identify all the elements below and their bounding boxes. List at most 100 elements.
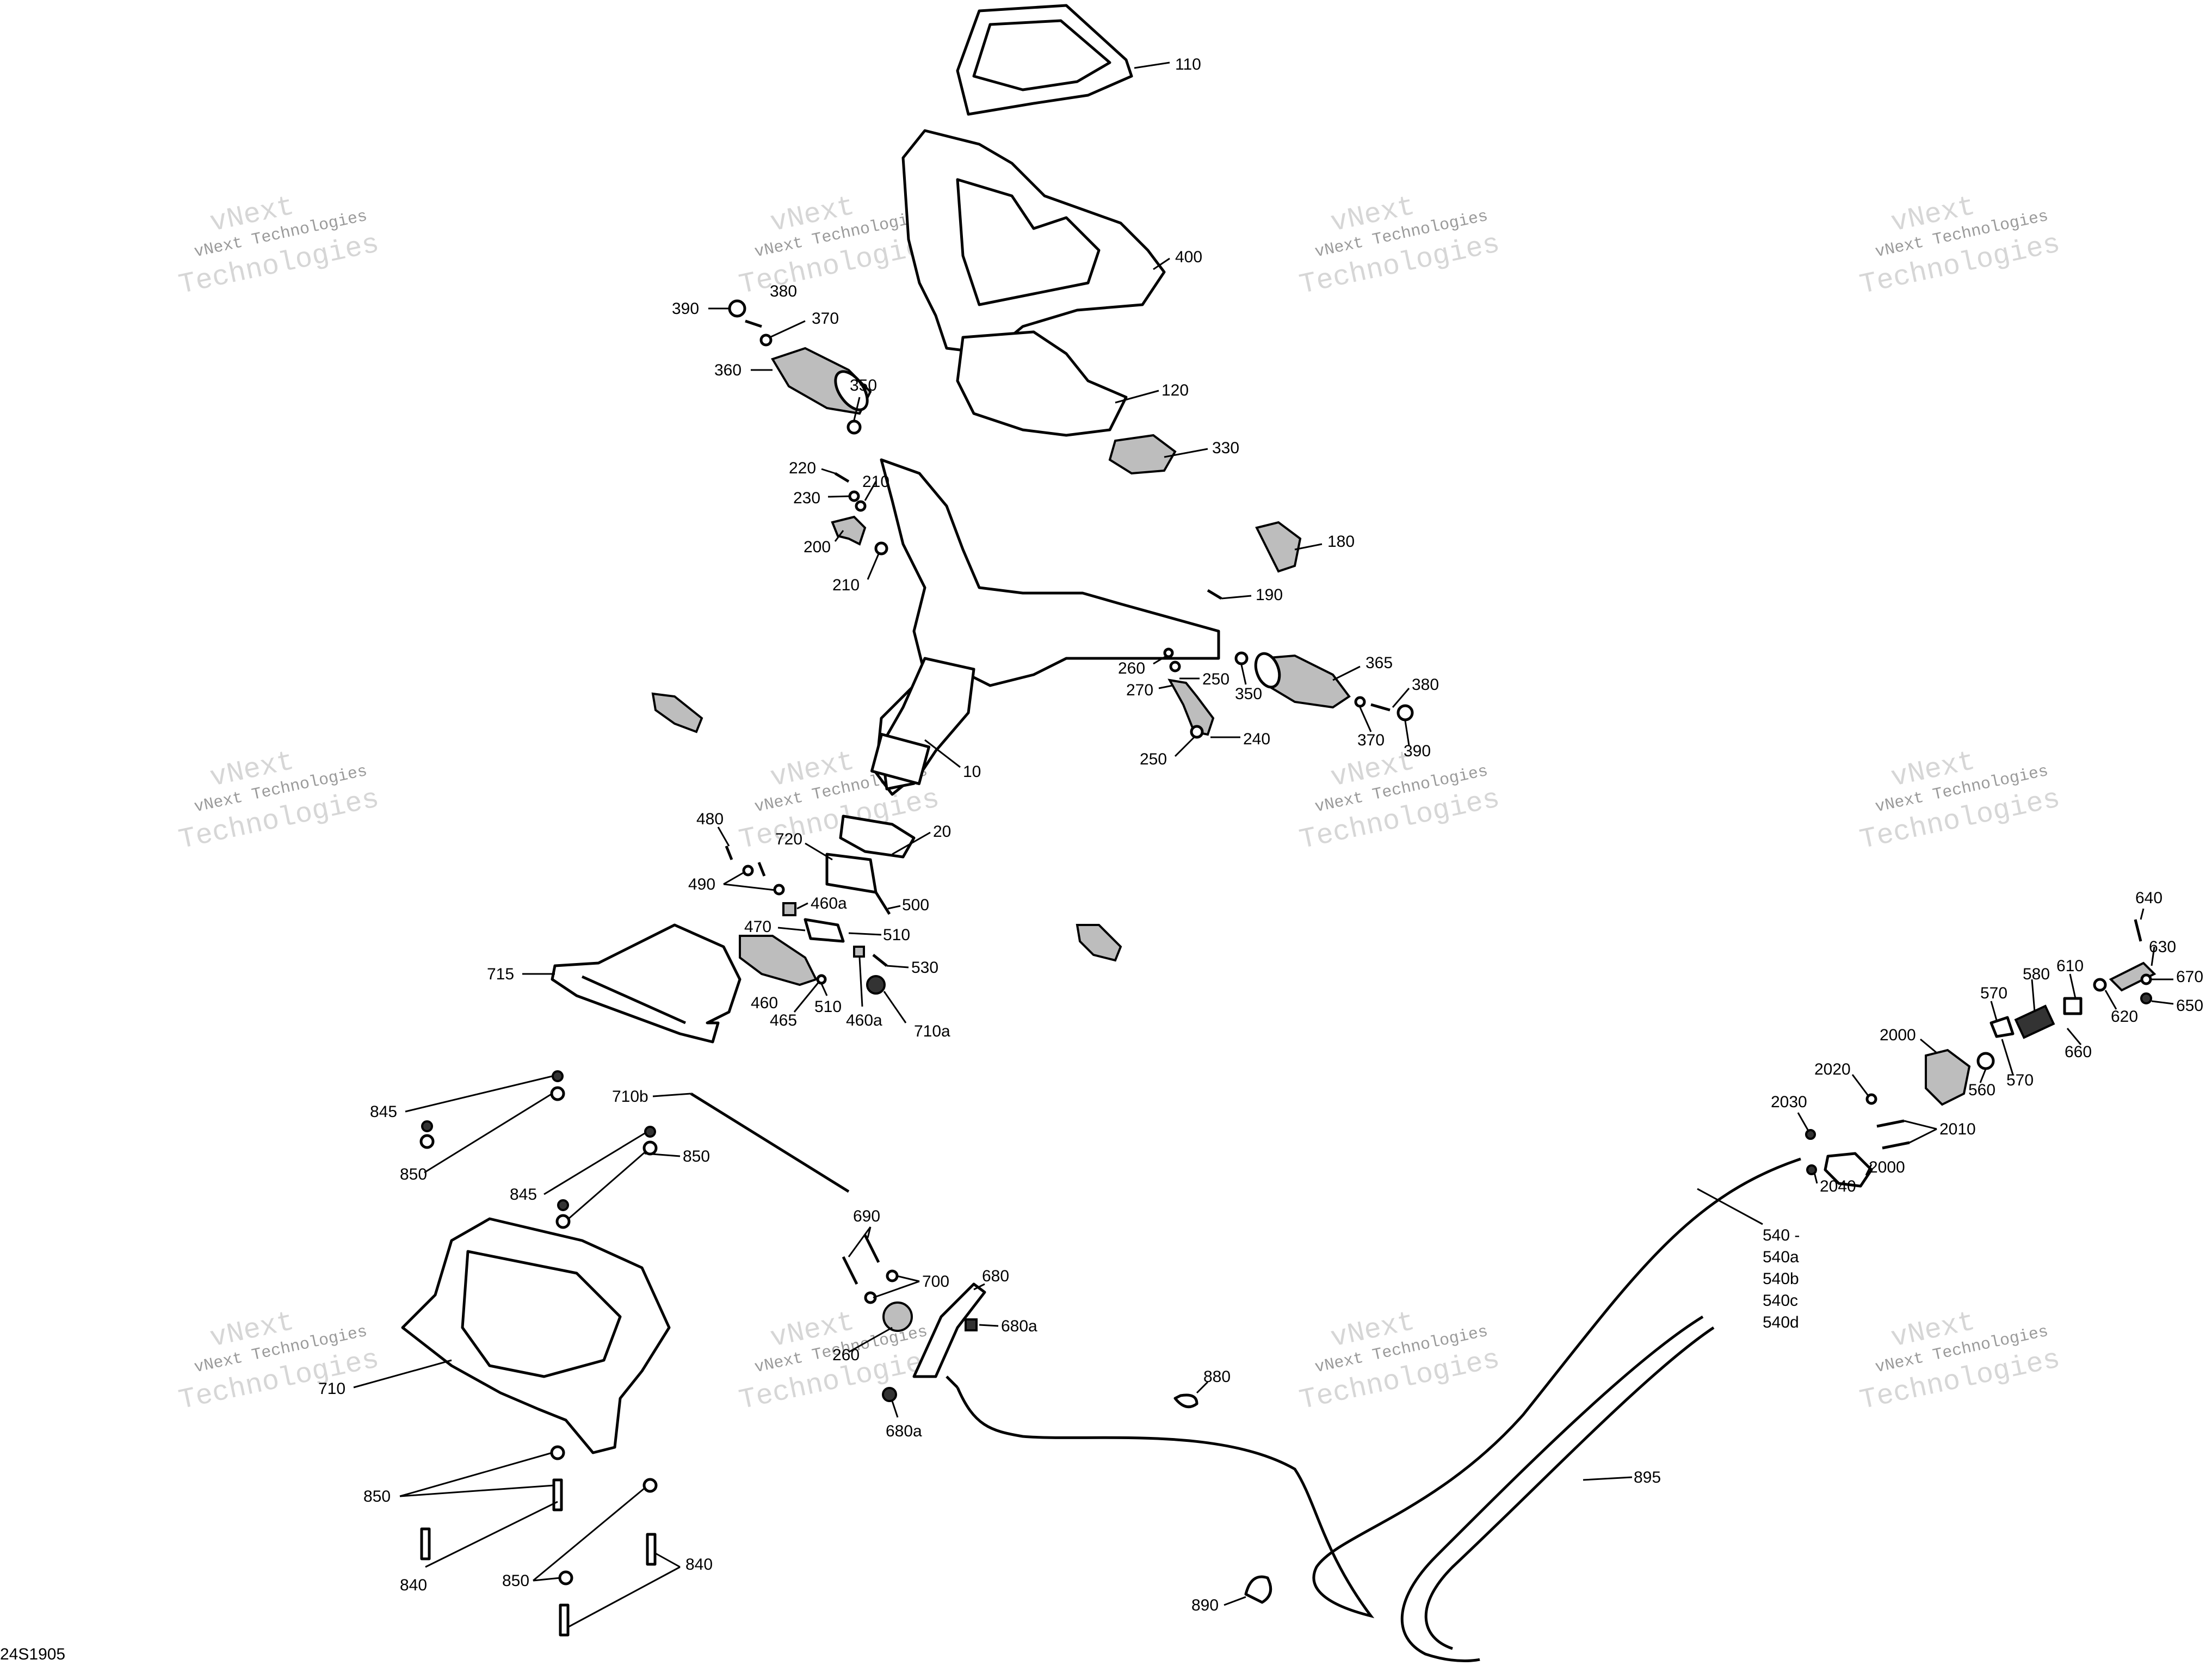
part-490-washer	[742, 865, 754, 877]
callout-470: 470	[744, 918, 771, 936]
part-620-washer	[2093, 978, 2107, 992]
part-850-washer-b	[419, 1134, 435, 1149]
part-220-screw	[834, 472, 850, 483]
leader-2040	[1813, 1172, 1818, 1184]
callout-380: 380	[1412, 676, 1439, 694]
callout-230: 230	[793, 489, 820, 507]
watermark: vNext vNext Technologies Technologies	[1297, 190, 1503, 302]
leader-10	[924, 739, 961, 768]
leader-680	[973, 1283, 985, 1291]
part-2010-screw	[1876, 1119, 1905, 1128]
callout-710: 710	[318, 1380, 345, 1398]
part-680a-nut	[882, 1387, 897, 1402]
callout-845: 845	[510, 1186, 537, 1204]
part-350-right-insert	[1234, 651, 1249, 665]
callout-2020: 2020	[1814, 1060, 1851, 1078]
callout-680: 680	[982, 1267, 1009, 1285]
callout-400: 400	[1175, 248, 1202, 266]
callout-370: 370	[1357, 731, 1385, 749]
leader-2020	[1851, 1074, 1870, 1097]
callout-640: 640	[2135, 889, 2162, 907]
part-2010-screw-b	[1882, 1141, 1910, 1150]
leader-710a	[883, 991, 907, 1023]
callout-460a: 460a	[811, 894, 847, 912]
callout-560: 560	[1968, 1081, 1995, 1099]
part-670-washer	[2140, 973, 2152, 985]
part-460-housing	[739, 935, 818, 986]
leader-250b	[1174, 736, 1195, 757]
part-330-switch	[1108, 434, 1177, 475]
part-845-nut-b	[421, 1120, 433, 1132]
callout-540a: 540a	[1763, 1248, 1799, 1266]
leader-230	[827, 495, 850, 498]
callout-850: 850	[400, 1165, 427, 1183]
callout-460: 460	[751, 994, 778, 1012]
callout-690: 690	[853, 1207, 880, 1225]
part-840-stud-c	[646, 1533, 657, 1566]
callout-530: 530	[911, 959, 938, 977]
part-350-left-insert	[847, 419, 862, 435]
part-390-right-cap	[1397, 704, 1414, 721]
callout-670: 670	[2176, 968, 2203, 986]
part-840-stud-b	[420, 1527, 431, 1560]
part-clip-left	[651, 692, 703, 733]
callout-700: 700	[922, 1273, 949, 1291]
leader-845a	[405, 1075, 553, 1113]
leader-620	[2104, 990, 2117, 1010]
callout-240: 240	[1243, 730, 1270, 748]
callout-460a: 460a	[846, 1011, 882, 1029]
leader-2000b	[1865, 1164, 1873, 1176]
callout-580: 580	[2023, 965, 2050, 983]
leader-2010	[1904, 1120, 1937, 1144]
leader-720	[805, 842, 833, 861]
callout-540d: 540d	[1763, 1313, 1799, 1331]
leader-510b	[820, 983, 828, 996]
part-840-stud	[552, 1478, 563, 1511]
part-560-washer	[1976, 1052, 1995, 1070]
callout-110: 110	[1175, 55, 1201, 73]
leader-2030	[1797, 1112, 1810, 1132]
part-540-cable-end	[946, 1375, 959, 1389]
leader-490	[723, 871, 776, 891]
callout-540: 540 -	[1763, 1226, 1800, 1244]
part-230-washer	[848, 490, 860, 502]
part-500-bolt	[874, 891, 891, 915]
part-690-screw-b	[863, 1234, 880, 1263]
part-850-washer-f	[642, 1478, 658, 1493]
leader-700	[873, 1275, 920, 1299]
callout-210: 210	[832, 576, 860, 594]
leader-260	[1153, 655, 1167, 665]
leader-350b	[1240, 664, 1247, 685]
leader-690	[848, 1226, 872, 1257]
part-470-arm	[804, 918, 845, 943]
callout-500: 500	[902, 896, 929, 914]
callout-250: 250	[1140, 750, 1167, 768]
callout-895: 895	[1634, 1469, 1661, 1486]
leader-500	[887, 905, 901, 910]
part-110-inner	[972, 19, 1111, 91]
callout-845: 845	[370, 1103, 397, 1121]
part-895-hose-inner	[1424, 1326, 1715, 1650]
part-850-washer	[550, 1086, 565, 1101]
callout-840: 840	[400, 1576, 427, 1594]
leader-210b	[867, 553, 880, 580]
part-20-clamp	[839, 815, 916, 859]
leader-895	[1583, 1476, 1633, 1481]
diagram-reference-number: 24S1905	[0, 1645, 65, 1663]
leader-845b	[543, 1132, 645, 1195]
part-2000-throttle-housing	[1925, 1048, 1971, 1106]
watermark: vNext vNext Technologies Technologies	[176, 190, 382, 302]
part-10-steering-assembly	[874, 458, 1220, 796]
watermark: vNext vNext Technologies Technologies	[1297, 745, 1503, 857]
part-190-pin	[1207, 589, 1222, 600]
leader-710	[353, 1359, 452, 1389]
leader-540	[1697, 1188, 1763, 1225]
part-480-screw	[725, 846, 733, 860]
leader-380b	[1392, 688, 1410, 708]
callout-710a: 710a	[914, 1022, 950, 1040]
leader-570b	[2001, 1039, 2014, 1075]
part-2040-nut	[1806, 1164, 1817, 1175]
leader-20	[892, 831, 931, 855]
watermark: vNext vNext Technologies Technologies	[176, 1306, 382, 1417]
